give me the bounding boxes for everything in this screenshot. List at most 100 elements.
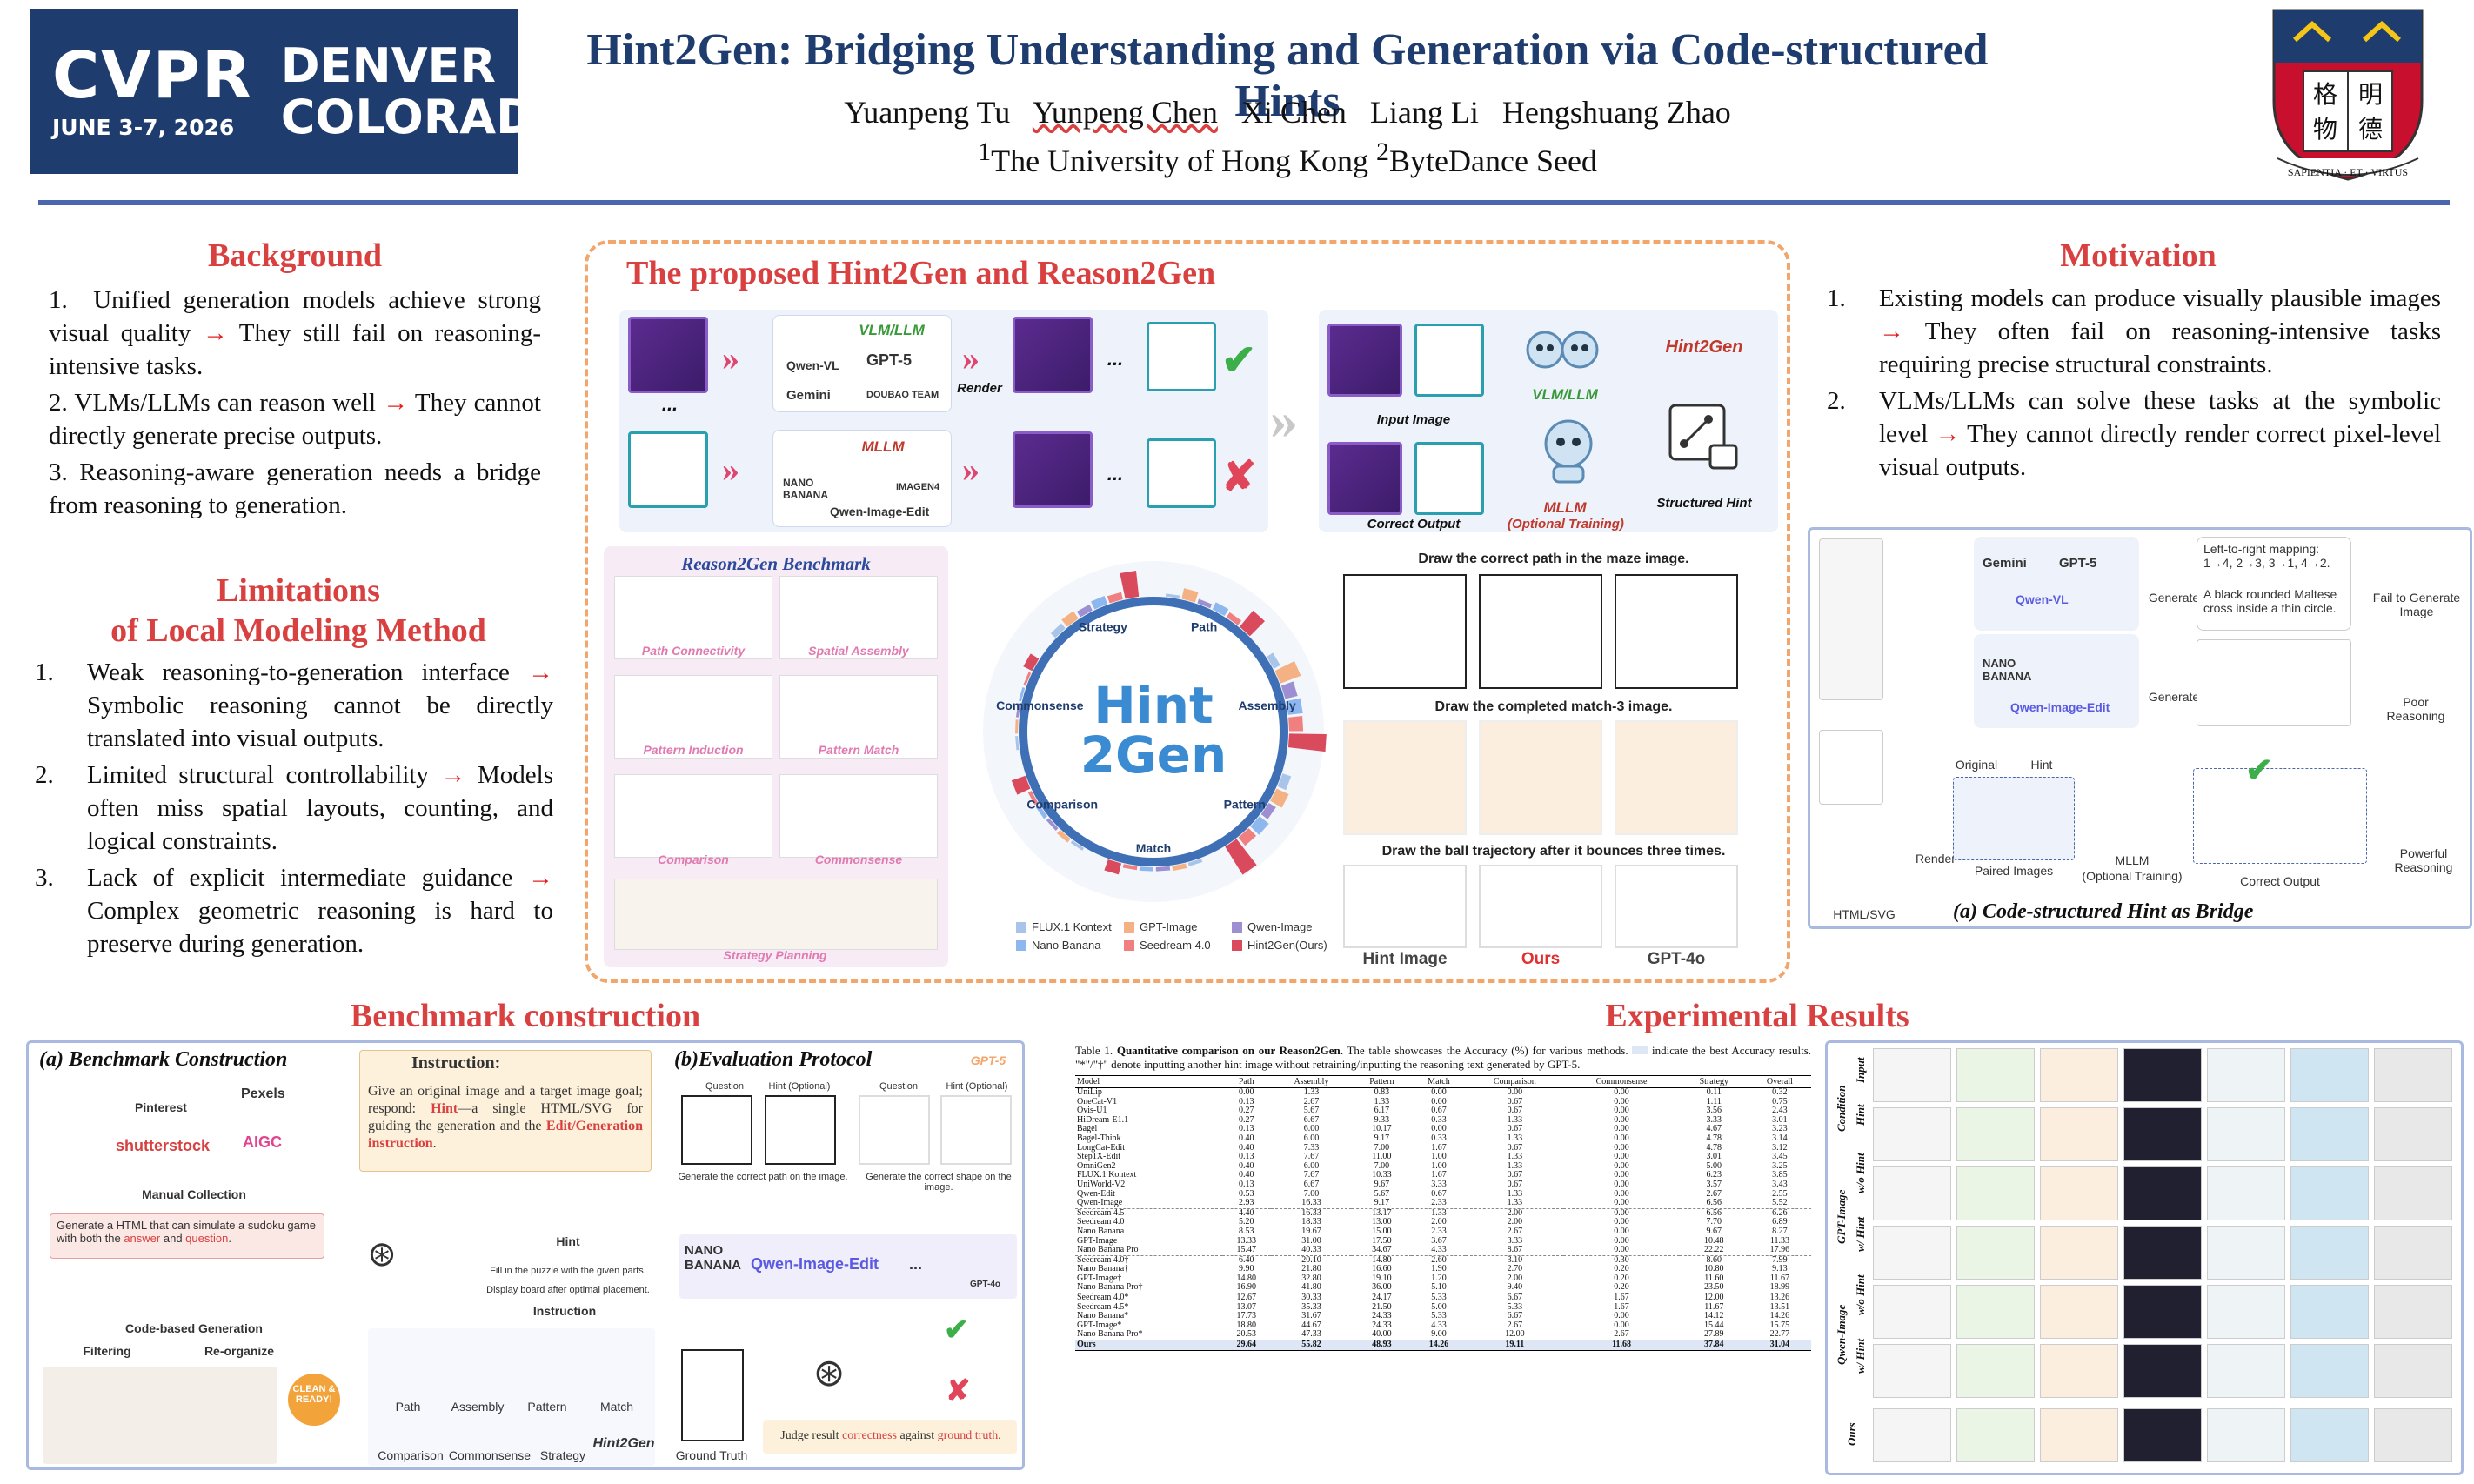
legend-swatch [1016, 939, 1026, 951]
table-cell: Seedream 4.5 [1075, 1207, 1222, 1219]
prompt-text: Generate a HTML that can simulate a sudo… [57, 1219, 316, 1245]
table-cell: 48.93 [1352, 1340, 1412, 1351]
grid-row-label: w/ Hint [1854, 1216, 1867, 1253]
table-cell: 0.67 [1507, 1106, 1523, 1116]
table-cell: Bagel [1077, 1124, 1098, 1134]
filtering-label: Filtering [83, 1344, 131, 1358]
radial-bar [1070, 840, 1084, 851]
hint-optional-label: Hint (Optional) [946, 1081, 1008, 1092]
table-cell: 27.89 [1704, 1329, 1724, 1340]
radial-bar [1267, 652, 1280, 669]
model-tag: NANO BANANA [685, 1243, 741, 1273]
table-cell: 1.90 [1431, 1264, 1447, 1274]
radial-bar [1187, 859, 1203, 866]
result-thumbnail [2374, 1285, 2452, 1339]
list-item: 1.Weak reasoning-to-generation interface… [35, 658, 553, 752]
reorganize-label: Re-organize [204, 1344, 275, 1358]
author: Hengshuang Zhao [1501, 95, 1731, 130]
table-cell: 0.00 [1614, 1320, 1629, 1330]
table-cell: 6.26 [1748, 1207, 1811, 1219]
category-card [779, 576, 938, 659]
radial-bar [1139, 866, 1153, 872]
table-cell: 37.84 [1679, 1340, 1749, 1351]
radial-bar [1286, 698, 1303, 715]
table-cell: 2.33 [1431, 1198, 1447, 1208]
table-cell: 0.20 [1614, 1264, 1629, 1274]
table-cell: 12.00 [1505, 1329, 1525, 1340]
table-cell: 9.13 [1772, 1264, 1788, 1274]
table-cell: 55.82 [1270, 1340, 1353, 1351]
category-icons [368, 1328, 655, 1466]
radial-logo: 2Gen [1080, 725, 1227, 785]
result-thumbnail [2290, 1344, 2369, 1398]
result-thumbnail [2040, 1226, 2118, 1280]
maze-output-image [1147, 322, 1216, 391]
table-cell: 0.13 [1238, 1096, 1254, 1106]
table-cell: 2.33 [1431, 1226, 1447, 1236]
city-line2: COLORADO [280, 90, 575, 144]
table-cell: 6.17 [1374, 1106, 1390, 1116]
table-cell: 5.52 [1772, 1198, 1788, 1208]
legend-label: Hint2Gen(Ours) [1247, 939, 1327, 952]
vlm-label: VLM/LLM [859, 322, 925, 338]
result-thumbnail [2207, 1408, 2285, 1462]
table-cell: 2.67 [1507, 1226, 1523, 1236]
table-cell: 18.99 [1769, 1282, 1790, 1293]
poor-label: Poor Reasoning [2386, 695, 2445, 723]
table-cell: 0.13 [1238, 1124, 1254, 1134]
model-tag: GPT-5 [866, 351, 913, 369]
table-cell: 3.67 [1431, 1235, 1447, 1246]
radial-bar [1165, 593, 1180, 598]
table-caption: Table 1. Quantitative comparison on our … [1075, 1044, 1812, 1071]
table-cell: 14.26 [1769, 1311, 1790, 1321]
result-thumbnail [2207, 1107, 2285, 1161]
table-header: Commonsense [1563, 1075, 1680, 1088]
table-cell: 1.00 [1431, 1152, 1447, 1162]
arrow-icon: » [962, 338, 980, 378]
results-title: Experimental Results [1605, 998, 1909, 1034]
table-cell: 0.67 [1507, 1096, 1523, 1106]
city-line1: DENVER [280, 37, 496, 93]
result-thumbnail [1873, 1344, 1951, 1398]
result-thumbnail [2207, 1344, 2285, 1398]
table-cell: 23.50 [1704, 1282, 1724, 1293]
trajectory-example [1479, 865, 1602, 948]
table-cell: 0.40 [1238, 1160, 1254, 1171]
result-thumbnail [2040, 1048, 2118, 1102]
table-cell: 0.67 [1507, 1179, 1523, 1189]
table-cell: 8.67 [1507, 1245, 1523, 1255]
subfigure-title: (a) Benchmark Construction [39, 1048, 288, 1071]
result-thumbnail [2123, 1408, 2202, 1462]
text-output-box [2197, 537, 2351, 631]
category-card [614, 879, 938, 950]
match3-example [1479, 720, 1602, 835]
openai-icon: ⊛ [367, 1235, 397, 1273]
table-cell: 13.51 [1769, 1301, 1790, 1312]
table-cell: 7.00 [1374, 1160, 1390, 1171]
model-tag: GPT-5 [2059, 556, 2097, 571]
table-cell: 3.14 [1772, 1133, 1788, 1143]
category-card [779, 675, 938, 759]
result-thumbnail [2040, 1344, 2118, 1398]
legend-item: Qwen-Image [1232, 920, 1340, 933]
table-cell: Seedream 4.0 [1077, 1217, 1125, 1227]
table-header: Model [1075, 1075, 1222, 1088]
result-thumbnail [2123, 1107, 2202, 1161]
radial-bar [1023, 672, 1032, 686]
table-cell: 13.26 [1748, 1293, 1811, 1303]
result-thumbnail [2290, 1408, 2369, 1462]
result-thumbnail [2123, 1226, 2202, 1280]
model-tag: Gemini [786, 388, 831, 403]
ground-truth-maze [681, 1349, 744, 1441]
result-thumbnail [2290, 1285, 2369, 1339]
table-cell: 0.67 [1431, 1188, 1447, 1199]
benchmark-figure: (a) Benchmark Construction Pinterest Pex… [26, 1040, 1025, 1470]
hint2gen-label: Hint2Gen [592, 1436, 655, 1451]
